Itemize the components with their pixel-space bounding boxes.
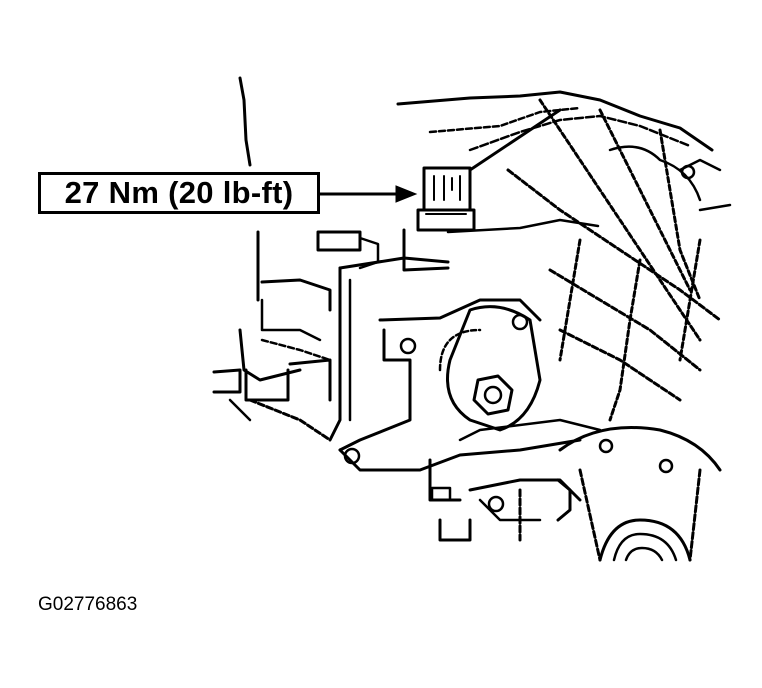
bracket-plate [338, 328, 412, 452]
lattice-edge [558, 328, 682, 402]
lower-housing [478, 498, 542, 522]
bracket-plate [338, 256, 450, 272]
lower-housing [556, 478, 572, 522]
crank-housing [688, 468, 702, 562]
bracket-plate [328, 266, 342, 442]
left-bracket [260, 278, 332, 312]
lattice-edge [558, 238, 582, 362]
head-outline [396, 90, 714, 152]
crank-housing [578, 468, 602, 562]
mount-hole [399, 337, 417, 355]
leader-line [238, 76, 252, 167]
lattice-edge [506, 168, 722, 322]
pulley-arc [598, 518, 692, 562]
block-edge [402, 228, 450, 264]
lattice-edge [658, 128, 702, 302]
pulley-arc [624, 546, 664, 562]
mount-hole [343, 447, 361, 465]
arrow-right-icon [320, 185, 418, 203]
left-bracket [238, 328, 302, 382]
left-bracket [228, 398, 252, 422]
left-bracket [212, 368, 242, 394]
left-bracket [260, 338, 332, 362]
lattice-edge [678, 158, 722, 172]
sensor-fitting [416, 166, 476, 232]
lower-hole [487, 495, 505, 513]
lower-housing [438, 518, 472, 542]
torque-label: 27 Nm (20 lb-ft) [64, 175, 294, 210]
left-bracket [244, 368, 290, 402]
figure-id: G02776863 [38, 594, 138, 615]
bolt-hole [680, 164, 696, 180]
lattice-edge [608, 258, 642, 422]
lattice-edge [538, 98, 702, 342]
tensioner-arm [438, 328, 482, 372]
tensioner-arm [446, 305, 542, 432]
lattice-edge [678, 238, 702, 362]
crank-hole [658, 458, 674, 474]
lower-tab [430, 486, 452, 502]
bracket-plate [338, 438, 582, 472]
block-edge [468, 108, 562, 172]
pulley-arc [612, 532, 678, 562]
lattice-edge [698, 203, 732, 212]
hex-bolt [472, 374, 514, 416]
bracket-tab [358, 236, 380, 270]
head-outline [468, 114, 692, 152]
tensioner-arm [458, 418, 602, 442]
crank-housing [558, 426, 722, 472]
crank-hole [598, 438, 614, 454]
left-bracket [248, 398, 332, 442]
left-bracket [260, 298, 322, 342]
lattice-edge [598, 108, 692, 292]
lattice-edge [608, 145, 702, 202]
torque-callout: 27 Nm (20 lb-ft) [38, 172, 320, 214]
bracket-plate [378, 298, 542, 322]
left-bracket [288, 358, 332, 402]
bracket-tab [316, 230, 362, 252]
lattice-edge [548, 268, 702, 372]
